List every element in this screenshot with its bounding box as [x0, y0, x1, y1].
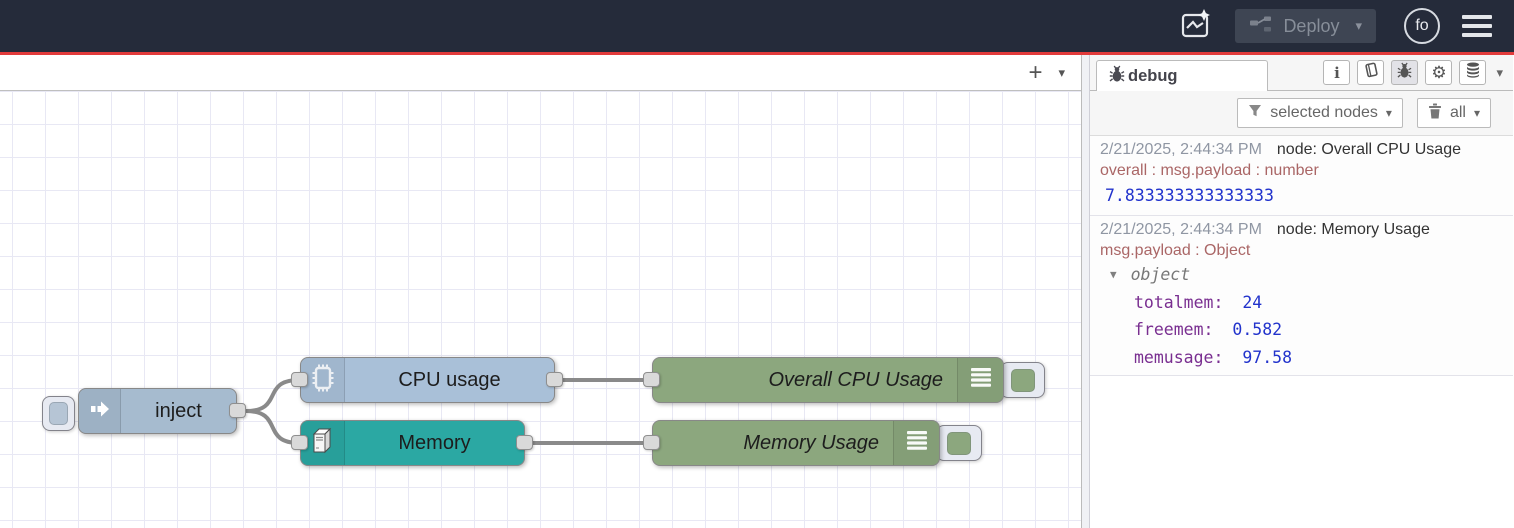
assistant-button[interactable]: [1177, 7, 1215, 45]
chart-sparkle-icon: [1179, 7, 1213, 46]
debug-toggle-button[interactable]: [936, 425, 982, 461]
debug-toggle-pad: [1010, 368, 1035, 392]
property-value: 0.582: [1232, 320, 1283, 339]
node-label: Memory: [398, 431, 471, 454]
node-label: Memory Usage: [743, 431, 879, 454]
flow-canvas[interactable]: inject: [0, 91, 1081, 528]
sidebar-tabrow: debug i: [1090, 55, 1513, 91]
property-key: totalmem:: [1134, 292, 1224, 312]
property-value: 97.58: [1242, 347, 1293, 367]
node-debug-overall-cpu[interactable]: Overall CPU Usage: [652, 357, 1004, 403]
sidebar-collapse-caret-icon[interactable]: ▾: [1496, 64, 1503, 80]
debug-clear-label: all: [1449, 104, 1466, 121]
avatar-initials: fo: [1415, 17, 1429, 34]
triangle-down-icon: ▼: [1110, 268, 1117, 281]
message-source-node: node: Memory Usage: [1276, 221, 1430, 238]
object-property: freemem: 0.582: [1100, 316, 1509, 344]
node-label: inject: [155, 399, 202, 422]
deploy-nodes-icon: [1249, 14, 1273, 39]
debug-message-list: 2/21/2025, 2:44:34 PM node: Overall CPU …: [1090, 136, 1513, 528]
object-expand-row[interactable]: ▼ object: [1100, 261, 1509, 289]
deploy-label: Deploy: [1283, 15, 1340, 36]
gear-icon: ⚙: [1431, 63, 1447, 82]
database-icon: [1465, 62, 1481, 83]
debug-message: 2/21/2025, 2:44:34 PM node: Memory Usage…: [1090, 216, 1513, 376]
inject-trigger-button[interactable]: [42, 396, 75, 431]
object-type-label: object: [1130, 265, 1191, 284]
debug-filter-button[interactable]: selected nodes ▾: [1237, 98, 1403, 128]
debug-toggle-button[interactable]: [1000, 362, 1045, 398]
message-timestamp: 2/21/2025, 2:44:34 PM: [1100, 141, 1262, 158]
inject-button-pad: [49, 402, 68, 425]
sidebar-tab-context-button[interactable]: [1459, 60, 1487, 85]
node-label: CPU usage: [398, 368, 501, 391]
cpu-input-port[interactable]: [291, 372, 308, 387]
flow-list-caret-icon[interactable]: ▾: [1058, 64, 1065, 80]
node-debug-memory-usage[interactable]: Memory Usage: [652, 420, 940, 466]
sidebar-tab-debug-button[interactable]: [1391, 60, 1419, 85]
sidebar-splitter[interactable]: [1082, 55, 1090, 528]
debug-sidebar: debug i: [1090, 55, 1513, 528]
header-bar: Deploy ▾ fo: [0, 0, 1514, 52]
sidebar-tab-help-button[interactable]: [1357, 60, 1385, 85]
property-value: 24: [1242, 292, 1263, 312]
debug-message: 2/21/2025, 2:44:34 PM node: Overall CPU …: [1090, 136, 1513, 216]
memory-input-port[interactable]: [291, 435, 308, 450]
memory-output-port[interactable]: [516, 435, 533, 450]
wires[interactable]: [0, 91, 1081, 528]
node-label: Overall CPU Usage: [768, 368, 943, 391]
message-property-path: overall : msg.payload : number: [1100, 162, 1319, 179]
tab-debug-label: debug: [1128, 66, 1178, 85]
node-cpu-usage[interactable]: CPU usage: [300, 357, 555, 403]
trash-icon: [1428, 103, 1442, 124]
tab-debug[interactable]: debug: [1096, 60, 1268, 91]
message-property-path: msg.payload : Object: [1100, 242, 1251, 259]
node-memory[interactable]: Memory: [300, 420, 525, 466]
debug-console-icon: [969, 367, 993, 394]
computer-tower-icon: [309, 425, 337, 462]
debug-clear-button[interactable]: all ▾: [1416, 98, 1491, 128]
bug-icon: [1109, 65, 1125, 88]
add-flow-button[interactable]: +: [1028, 58, 1043, 86]
object-tree: ▼ object totalmem: 24 freemem: 0.582 m: [1100, 261, 1509, 371]
cpu-output-port[interactable]: [546, 372, 563, 387]
object-property: memusage: 97.58: [1100, 344, 1509, 372]
hamburger-menu-icon[interactable]: [1462, 14, 1492, 38]
debug-filter-toolbar: selected nodes ▾ all ▾: [1090, 91, 1513, 136]
chevron-down-icon: ▾: [1473, 106, 1480, 120]
object-property: totalmem: 24: [1100, 289, 1509, 317]
debug-console-icon: [905, 430, 929, 457]
deploy-button[interactable]: Deploy ▾: [1235, 9, 1376, 43]
message-timestamp: 2/21/2025, 2:44:34 PM: [1100, 221, 1262, 238]
bug-icon: [1397, 62, 1412, 84]
cpu-chip-icon: [309, 362, 337, 399]
message-payload-value[interactable]: 7.833333333333333: [1105, 186, 1274, 205]
info-icon: i: [1334, 63, 1340, 82]
book-icon: [1363, 62, 1379, 83]
inject-output-port[interactable]: [229, 403, 246, 418]
debug-memory-usage-input-port[interactable]: [643, 435, 660, 450]
node-inject[interactable]: inject: [78, 388, 237, 434]
debug-toggle-pad: [947, 431, 971, 455]
user-avatar[interactable]: fo: [1404, 8, 1440, 44]
header-accent-line: [0, 52, 1514, 55]
debug-filter-label: selected nodes: [1270, 104, 1378, 121]
property-key: memusage:: [1134, 347, 1224, 367]
debug-overall-cpu-input-port[interactable]: [643, 372, 660, 387]
sidebar-tab-info-button[interactable]: i: [1323, 60, 1351, 85]
sidebar-tab-config-button[interactable]: ⚙: [1425, 60, 1453, 85]
deploy-caret-icon[interactable]: ▾: [1355, 18, 1362, 33]
message-source-node: node: Overall CPU Usage: [1276, 141, 1461, 158]
funnel-icon: [1248, 104, 1262, 123]
chevron-down-icon: ▾: [1385, 106, 1392, 120]
inject-arrow-icon: [88, 397, 112, 426]
flow-tabbar: + ▾: [0, 55, 1081, 91]
property-key: freemem:: [1134, 320, 1214, 339]
